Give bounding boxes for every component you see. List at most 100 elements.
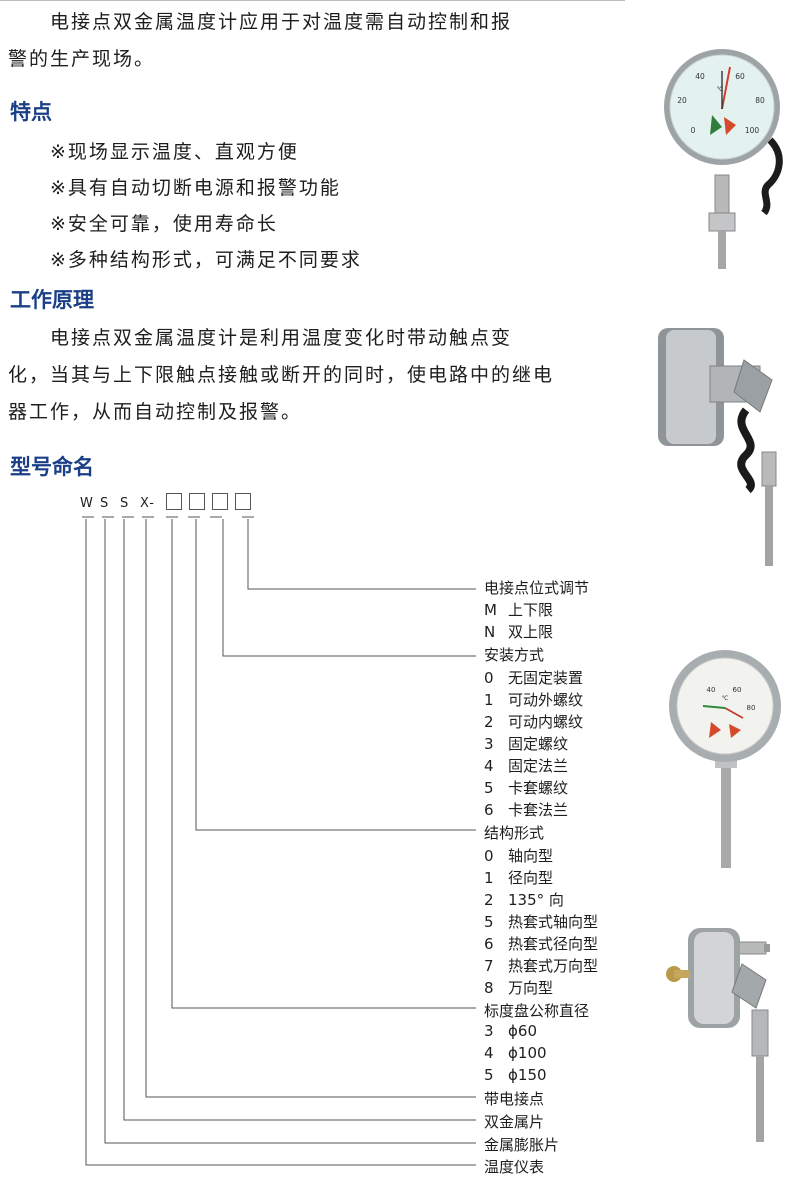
label-bellows: 金属膨胀片 bbox=[484, 1136, 560, 1154]
code-letter: S bbox=[100, 496, 110, 511]
option-value: 固定螺纹 bbox=[508, 735, 569, 753]
option-key: 3 bbox=[484, 1022, 494, 1040]
option-item: 0 轴向型 bbox=[484, 845, 553, 866]
option-value: 无固定装置 bbox=[508, 669, 584, 687]
dial-number: 80 bbox=[747, 704, 756, 712]
dial-title: 标度盘公称直径 bbox=[484, 1002, 590, 1020]
code-letter: S bbox=[120, 496, 130, 511]
option-key: 5 bbox=[484, 913, 494, 931]
gauge-small-photo: 40 60 80 ℃ bbox=[669, 650, 781, 868]
code-letter: X- bbox=[140, 496, 155, 511]
gauge-side-photo bbox=[658, 328, 777, 566]
option-key: 4 bbox=[484, 757, 494, 775]
contact-adjust-title: 电接点位式调节 bbox=[484, 579, 590, 597]
option-key: 6 bbox=[484, 935, 494, 953]
gauge-front-photo: 0 20 40 60 80 100 ℃ bbox=[664, 49, 783, 269]
intro-line-1: 电接点双金属温度计应用于对温度需自动控制和报 bbox=[50, 11, 513, 33]
option-value: 热套式轴向型 bbox=[508, 913, 599, 931]
code-box bbox=[189, 493, 205, 510]
install-title: 安装方式 bbox=[484, 646, 545, 664]
dial-number: 40 bbox=[695, 72, 705, 81]
option-key: 1 bbox=[484, 691, 494, 709]
option-key: 2 bbox=[484, 713, 494, 731]
option-item: 1 径向型 bbox=[484, 867, 553, 888]
option-key: 6 bbox=[484, 801, 494, 819]
option-value: 万向型 bbox=[508, 979, 554, 997]
option-item: 4 ϕ100 bbox=[484, 1044, 547, 1062]
option-item: 0 无固定装置 bbox=[484, 667, 583, 688]
option-value: 轴向型 bbox=[508, 847, 554, 865]
label-bimetal: 双金属片 bbox=[484, 1113, 545, 1131]
option-key: 8 bbox=[484, 979, 494, 997]
gauge-universal-photo bbox=[666, 928, 770, 1142]
dial-number: 100 bbox=[745, 126, 760, 135]
dial-number: 80 bbox=[755, 96, 765, 105]
option-item: N 双上限 bbox=[484, 621, 553, 642]
option-value: 双上限 bbox=[508, 623, 554, 641]
option-value: 径向型 bbox=[508, 869, 554, 887]
option-value: 可动外螺纹 bbox=[508, 691, 584, 709]
dial-unit: ℃ bbox=[717, 86, 724, 93]
option-key: 5 bbox=[484, 779, 494, 797]
dial-number: 40 bbox=[707, 686, 716, 694]
option-key: 1 bbox=[484, 869, 494, 887]
option-key: 0 bbox=[484, 847, 494, 865]
option-key: 4 bbox=[484, 1044, 494, 1062]
option-key: N bbox=[484, 623, 496, 641]
feature-item: ※安全可靠，使用寿命长 bbox=[50, 213, 278, 235]
option-value: 上下限 bbox=[508, 601, 554, 619]
option-key: M bbox=[484, 601, 497, 619]
dial-unit: ℃ bbox=[722, 695, 729, 702]
option-item: 5 热套式轴向型 bbox=[484, 911, 598, 932]
feature-item: ※具有自动切断电源和报警功能 bbox=[50, 177, 341, 199]
option-key: 2 bbox=[484, 891, 494, 909]
dial-number: 0 bbox=[691, 126, 696, 135]
option-item: 1 可动外螺纹 bbox=[484, 689, 583, 710]
option-value: 卡套法兰 bbox=[508, 801, 569, 819]
label-instrument: 温度仪表 bbox=[484, 1158, 545, 1176]
option-key: 5 bbox=[484, 1066, 494, 1084]
option-value: ϕ150 bbox=[508, 1066, 547, 1084]
structure-title: 结构形式 bbox=[484, 824, 545, 842]
feature-item: ※现场显示温度、直观方便 bbox=[50, 141, 299, 163]
option-key: 7 bbox=[484, 957, 494, 975]
feature-item: ※多种结构形式，可满足不同要求 bbox=[50, 249, 362, 271]
option-value: 热套式万向型 bbox=[508, 957, 599, 975]
option-item: 5 ϕ150 bbox=[484, 1066, 547, 1084]
option-item: 5 卡套螺纹 bbox=[484, 777, 568, 798]
option-item: 3 ϕ60 bbox=[484, 1022, 537, 1040]
features-heading: 特点 bbox=[10, 100, 52, 124]
option-value: ϕ100 bbox=[508, 1044, 547, 1062]
option-value: 热套式径向型 bbox=[508, 935, 599, 953]
dial-number: 60 bbox=[735, 72, 745, 81]
top-divider bbox=[0, 0, 625, 1]
option-value: 卡套螺纹 bbox=[508, 779, 569, 797]
option-key: 0 bbox=[484, 669, 494, 687]
option-item: 2 135° 向 bbox=[484, 889, 564, 910]
dial-number: 20 bbox=[677, 96, 687, 105]
option-item: M 上下限 bbox=[484, 599, 553, 620]
intro-line-2: 警的生产现场。 bbox=[8, 48, 156, 70]
option-item: 6 热套式径向型 bbox=[484, 933, 598, 954]
option-value: 135° 向 bbox=[508, 891, 564, 909]
principle-line-3: 器工作，从而自动控制及报警。 bbox=[8, 401, 303, 423]
option-key: 3 bbox=[484, 735, 494, 753]
option-item: 6 卡套法兰 bbox=[484, 799, 568, 820]
code-box bbox=[235, 493, 251, 510]
code-box bbox=[212, 493, 228, 510]
principle-line-2: 化，当其与上下限触点接触或断开的同时，使电路中的继电 bbox=[8, 364, 555, 386]
option-value: ϕ60 bbox=[508, 1022, 537, 1040]
option-item: 8 万向型 bbox=[484, 977, 553, 998]
option-item: 7 热套式万向型 bbox=[484, 955, 598, 976]
principle-line-1: 电接点双金属温度计是利用温度变化时带动触点变 bbox=[50, 327, 513, 349]
code-letter: W bbox=[80, 496, 94, 511]
dial-number: 60 bbox=[733, 686, 742, 694]
model-heading: 型号命名 bbox=[10, 455, 94, 479]
option-item: 3 固定螺纹 bbox=[484, 733, 568, 754]
label-contact: 带电接点 bbox=[484, 1090, 545, 1108]
principle-heading: 工作原理 bbox=[10, 288, 94, 312]
